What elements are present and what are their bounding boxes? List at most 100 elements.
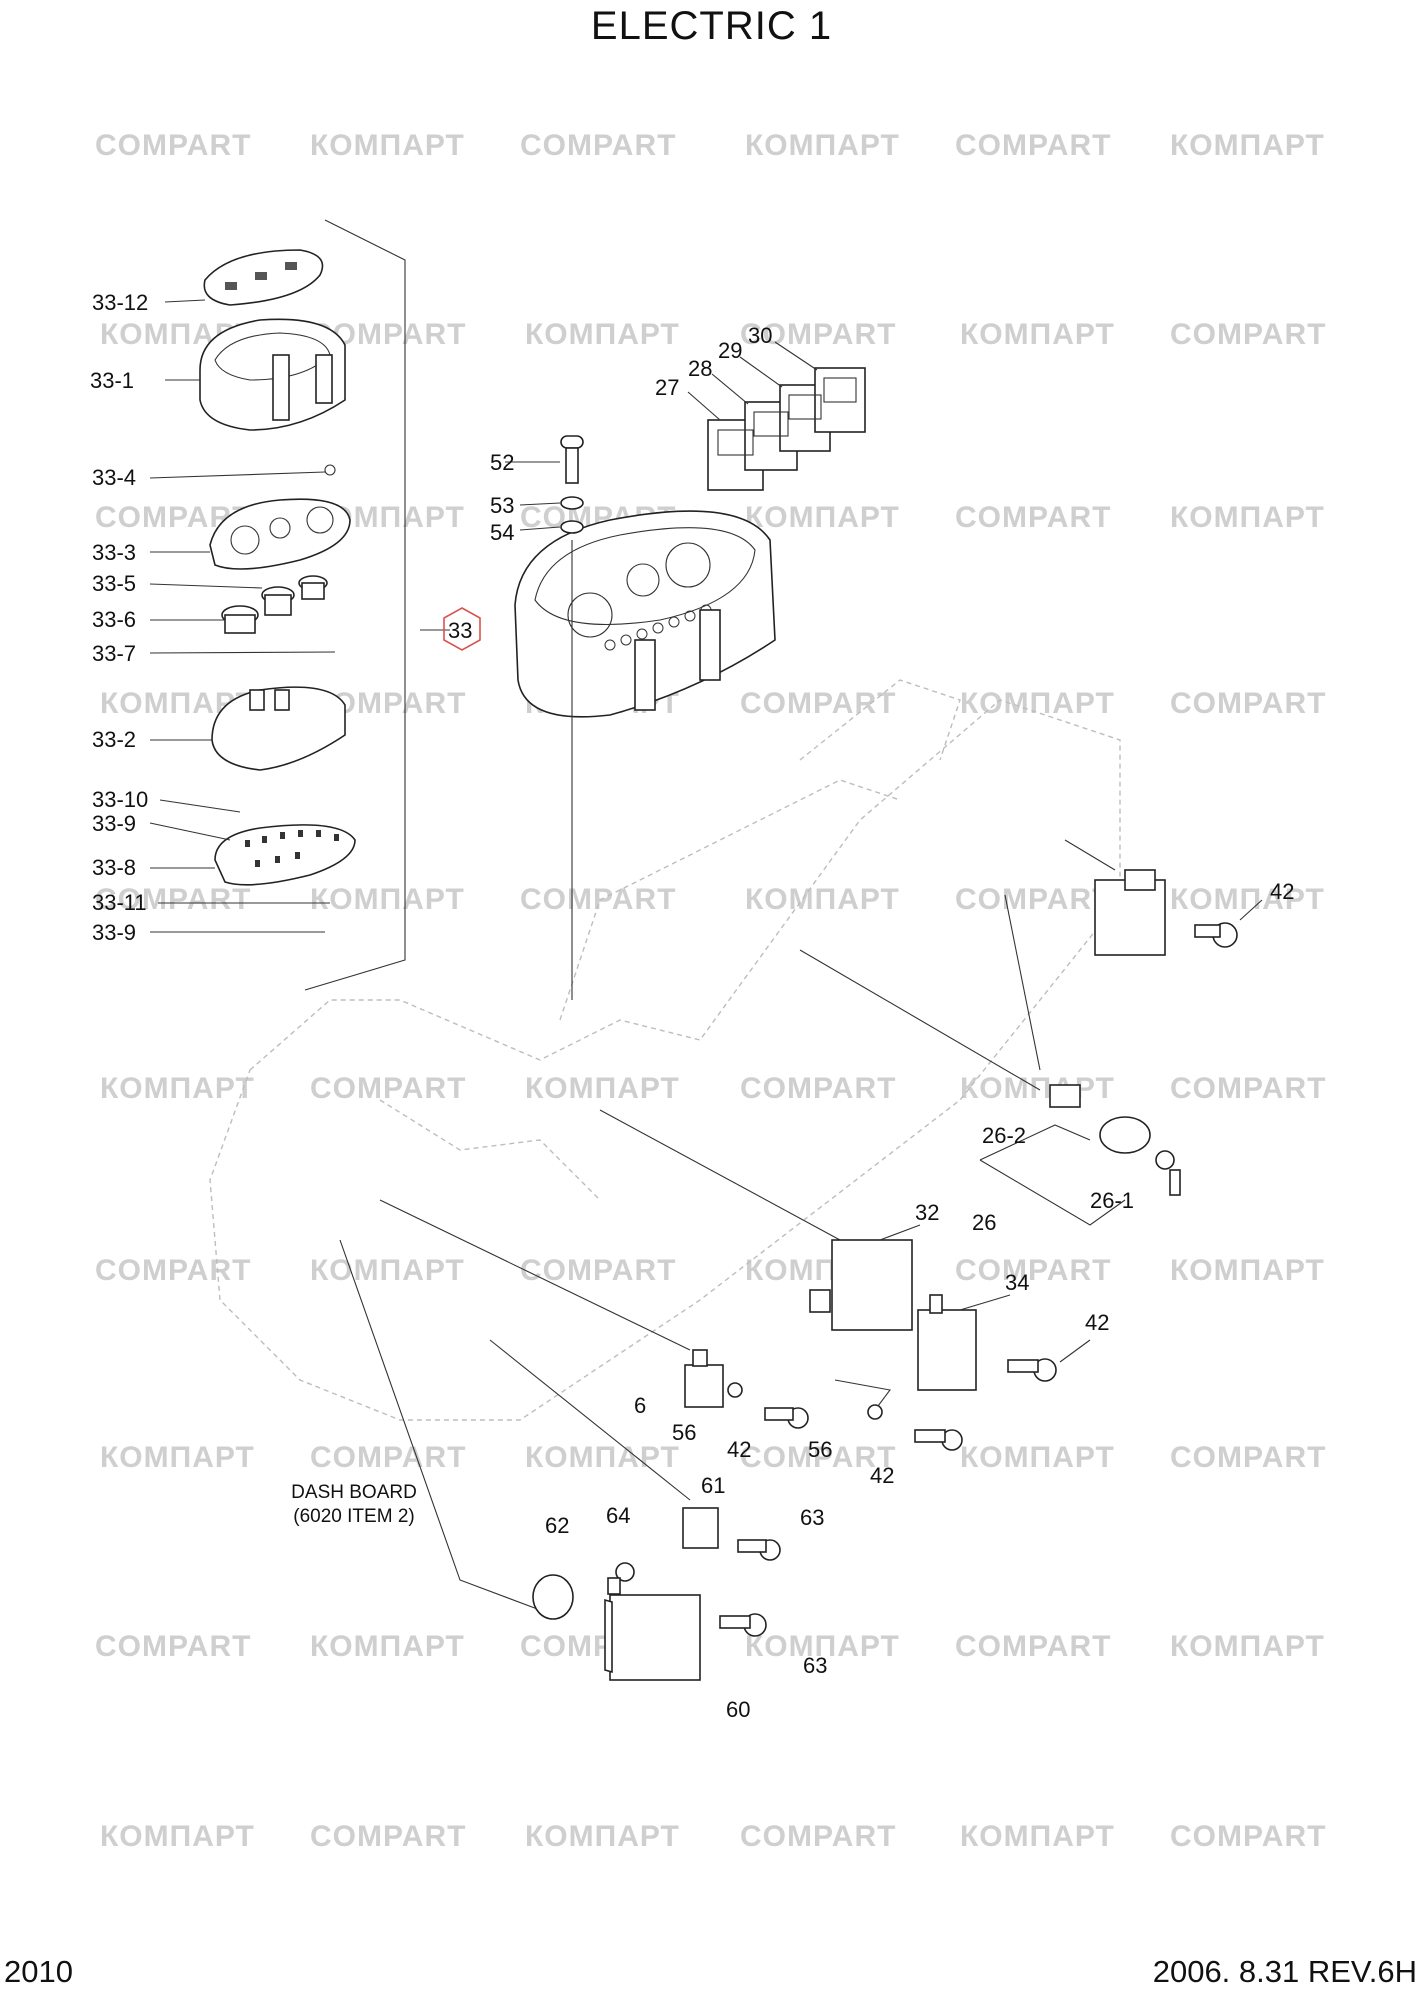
relay-32 [831, 1239, 913, 1331]
buzzer-62 [532, 1574, 574, 1620]
watermark-text: COMPART [955, 1630, 1111, 1663]
dash-board-ghost-outline [209, 679, 1121, 1421]
watermark-text: COMPART [740, 687, 896, 720]
page-title: ELECTRIC 1 [590, 4, 833, 48]
screw-and-washers [560, 435, 584, 534]
relay-6 [684, 1364, 724, 1408]
watermark-text: КОМПАРТ [960, 687, 1115, 720]
callout-26: 26 [972, 1210, 996, 1235]
callout-56-left: 56 [672, 1420, 696, 1445]
watermark-text: КОМПАРТ [960, 1441, 1115, 1474]
watermark-text: COMPART [955, 501, 1111, 534]
callout-33-10: 33-10 [92, 787, 148, 812]
watermark-text: COMPART [955, 1254, 1111, 1287]
watermark-text: COMPART [1170, 1820, 1326, 1853]
callout-33: 33 [448, 618, 472, 643]
callout-leader-lines [149, 299, 1263, 1363]
callout-52: 52 [490, 450, 514, 475]
watermark-text: КОМПАРТ [1170, 1630, 1325, 1663]
callout-33-11: 33-11 [92, 890, 147, 915]
dial-face-33-3 [209, 498, 351, 570]
rocker-switches [707, 367, 866, 491]
flasher-61-group [489, 1339, 781, 1561]
callout-28: 28 [688, 356, 712, 381]
assembly-hexagon-marker [443, 607, 481, 651]
callout-42-left: 42 [727, 1437, 751, 1462]
watermark-text: КОМПАРТ [100, 1072, 255, 1105]
watermark-text: КОМПАРТ [525, 318, 680, 351]
watermark-text: КОМПАРТ [745, 501, 900, 534]
callout-34: 34 [1005, 1270, 1029, 1295]
revision-date: 2006. 8.31 REV.6H [1152, 1954, 1417, 1989]
callout-53: 53 [490, 493, 514, 518]
watermark-text: COMPART [955, 883, 1111, 916]
watermark-text: КОМПАРТ [525, 1820, 680, 1853]
watermark-text: COMPART [1170, 318, 1326, 351]
watermark-text: КОМПАРТ [1170, 883, 1325, 916]
callout-33-3: 33-3 [92, 540, 136, 565]
key-switch-26 [799, 949, 1181, 1226]
screw-52 [560, 435, 584, 449]
watermark-text: КОМПАРТ [745, 883, 900, 916]
watermark-text: COMPART [310, 1072, 466, 1105]
watermark-text: КОМПАРТ [1170, 129, 1325, 162]
washer-54 [560, 520, 584, 534]
watermark-text: КОМПАРТ [310, 1254, 465, 1287]
callout-54: 54 [490, 520, 514, 545]
callout-33-12: 33-12 [92, 290, 148, 315]
relay-34 [917, 1309, 977, 1391]
callout-30: 30 [748, 323, 772, 348]
circuit-board-33-8 [214, 824, 356, 886]
watermark-text: COMPART [520, 883, 676, 916]
callout-32: 32 [915, 1200, 939, 1225]
callout-26-2: 26-2 [982, 1123, 1026, 1148]
watermark-text: COMPART [955, 129, 1111, 162]
callout-56-right: 56 [808, 1437, 832, 1462]
callout-42-right: 42 [870, 1463, 894, 1488]
watermark-text: КОМПАРТ [1170, 501, 1325, 534]
screw-64 [615, 1562, 635, 1582]
clip-56b [867, 1404, 883, 1420]
watermark-text: КОМПАРТ [100, 1820, 255, 1853]
assembly-bracket-lines [304, 219, 450, 991]
connector-26-2 [1049, 1084, 1081, 1108]
watermark-text: КОМПАРТ [745, 1630, 900, 1663]
switch-30 [814, 367, 866, 433]
dash-board-note-line1: DASH BOARD [291, 1482, 417, 1503]
watermark-text: КОМПАРТ [310, 129, 465, 162]
washer-53 [560, 496, 584, 510]
watermark-text: КОМПАРТ [100, 1441, 255, 1474]
watermark-text: COMPART [740, 1820, 896, 1853]
callout-33-8: 33-8 [92, 855, 136, 880]
clip-56a [727, 1382, 743, 1398]
watermark-text: COMPART [95, 129, 251, 162]
watermark-text: КОМПАРТ [310, 1630, 465, 1663]
watermark-text: COMPART [740, 1441, 896, 1474]
watermark-text: COMPART [740, 1072, 896, 1105]
callout-60: 60 [726, 1697, 750, 1722]
watermark-text: COMPART [95, 1630, 251, 1663]
watermark-text: COMPART [1170, 1441, 1326, 1474]
model-number: 2010 [4, 1954, 73, 1989]
buzzer-and-unit-group [339, 1239, 767, 1681]
callout-33-4: 33-4 [92, 465, 136, 490]
watermark-text: COMPART [95, 1254, 251, 1287]
watermark-text: COMPART [520, 129, 676, 162]
watermark-text: COMPART [95, 883, 251, 916]
callout-61: 61 [701, 1473, 725, 1498]
callout-63-upper: 63 [800, 1505, 824, 1530]
watermark-text: КОМПАРТ [960, 318, 1115, 351]
watermark-text: COMPART [1170, 687, 1326, 720]
relay-6-group [379, 1199, 809, 1429]
callout-33-9-upper: 33-9 [92, 811, 136, 836]
callout-33-1: 33-1 [90, 368, 134, 393]
callout-63-lower: 63 [803, 1653, 827, 1678]
lamp-33-4 [324, 464, 336, 476]
watermark-text: COMPART [520, 1254, 676, 1287]
callout-64: 64 [606, 1503, 630, 1528]
watermark-text: КОМПАРТ [1170, 1254, 1325, 1287]
callout-29: 29 [718, 338, 742, 363]
watermark-text: COMPART [310, 1820, 466, 1853]
